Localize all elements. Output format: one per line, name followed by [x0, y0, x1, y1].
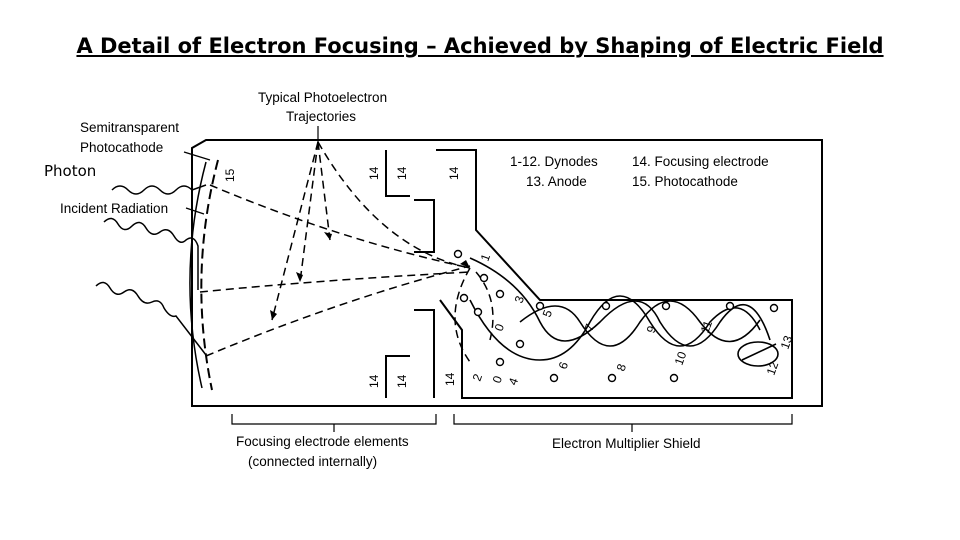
arrowhead-4	[460, 260, 470, 268]
label-semitransparent: Semitransparent	[80, 120, 179, 135]
legend-anode: 13. Anode	[526, 174, 587, 189]
arrowhead-3	[270, 310, 277, 320]
focusing-electrode-left-lower	[414, 309, 435, 398]
legend-dynodes: 1-12. Dynodes	[510, 154, 598, 169]
trajectory-6	[271, 141, 319, 321]
pin-0-a: 0	[490, 374, 506, 385]
pin	[479, 273, 489, 283]
dynode-7: 7	[582, 322, 598, 333]
label-photocathode: Photocathode	[80, 140, 163, 155]
dynode-8: 8	[614, 362, 630, 373]
anode-lead	[741, 343, 777, 361]
trajectory-5	[317, 141, 331, 241]
bracket-focusing	[231, 414, 437, 425]
pin	[535, 301, 545, 311]
pin	[601, 301, 611, 311]
label-typical-1: Typical Photoelectron	[258, 90, 387, 105]
radiation-wave-1	[111, 184, 207, 195]
electrode-14-bottom	[385, 355, 410, 398]
bracket-shield	[453, 414, 793, 425]
label-typical-2: Trajectories	[286, 109, 356, 124]
dynode-chain-lower	[469, 295, 761, 361]
dynode-4: 4	[506, 376, 522, 387]
trajectory-4	[299, 141, 319, 283]
dynode-2: 2	[470, 372, 486, 383]
num-14-e: 14	[395, 374, 409, 388]
leader-photocathode	[183, 151, 211, 161]
label-incident-radiation: Incident Radiation	[60, 201, 168, 216]
anode-ring	[737, 341, 779, 367]
num-14-c: 14	[447, 166, 461, 180]
pin	[725, 301, 735, 311]
dynode-9: 9	[644, 324, 660, 335]
num-15: 15	[223, 168, 237, 182]
dynode-chain-mid	[519, 300, 761, 347]
photocathode-inner	[189, 161, 207, 389]
label-photon: Photon	[44, 162, 96, 180]
dynode-12: 12	[764, 359, 782, 377]
pin	[661, 301, 671, 311]
label-focusing-elements: Focusing electrode elements	[236, 434, 409, 449]
num-14-a: 14	[367, 166, 381, 180]
page-title: A Detail of Electron Focusing – Achieved…	[76, 34, 884, 58]
radiation-wave-3	[95, 281, 207, 356]
trajectory-1	[209, 184, 471, 269]
pin	[459, 293, 469, 303]
pin	[473, 307, 483, 317]
legend-photocathode: 15. Photocathode	[632, 174, 738, 189]
pin	[453, 249, 463, 259]
num-14-b: 14	[395, 166, 409, 180]
num-14-d: 14	[367, 374, 381, 388]
pin-0-b: 0	[492, 322, 508, 333]
radiation-wave-2	[103, 217, 199, 290]
pin	[669, 373, 679, 383]
pin	[515, 339, 525, 349]
pin	[495, 289, 505, 299]
legend-focusing-electrode: 14. Focusing electrode	[632, 154, 769, 169]
arrowhead-1	[324, 232, 332, 240]
dynode-10: 10	[672, 349, 690, 367]
trajectory-9	[475, 271, 494, 341]
pin	[495, 357, 505, 367]
label-connected-internally: (connected internally)	[248, 454, 377, 469]
focusing-electrode-upper	[436, 149, 793, 399]
trajectory-8	[454, 267, 471, 363]
dynode-6: 6	[556, 360, 572, 371]
trajectory-7	[317, 141, 471, 269]
pin	[769, 303, 779, 313]
anode-13: 13	[778, 333, 796, 351]
num-14-f: 14	[443, 372, 457, 386]
arrowhead-2	[296, 272, 303, 282]
pin	[607, 373, 617, 383]
pin	[549, 373, 559, 383]
label-multiplier-shield: Electron Multiplier Shield	[552, 436, 701, 451]
electrode-14-top	[385, 150, 410, 197]
trajectory-2	[199, 271, 471, 293]
dynode-1: 1	[478, 252, 494, 263]
dynode-chain-upper	[469, 257, 771, 347]
focusing-electrode-left-upper	[414, 199, 435, 253]
dynode-3: 3	[512, 294, 528, 305]
dynode-5: 5	[540, 308, 556, 319]
leader-incident	[185, 207, 205, 215]
photocathode-window	[200, 159, 219, 391]
tube-envelope	[191, 139, 823, 407]
dynode-11: 11	[698, 318, 716, 335]
